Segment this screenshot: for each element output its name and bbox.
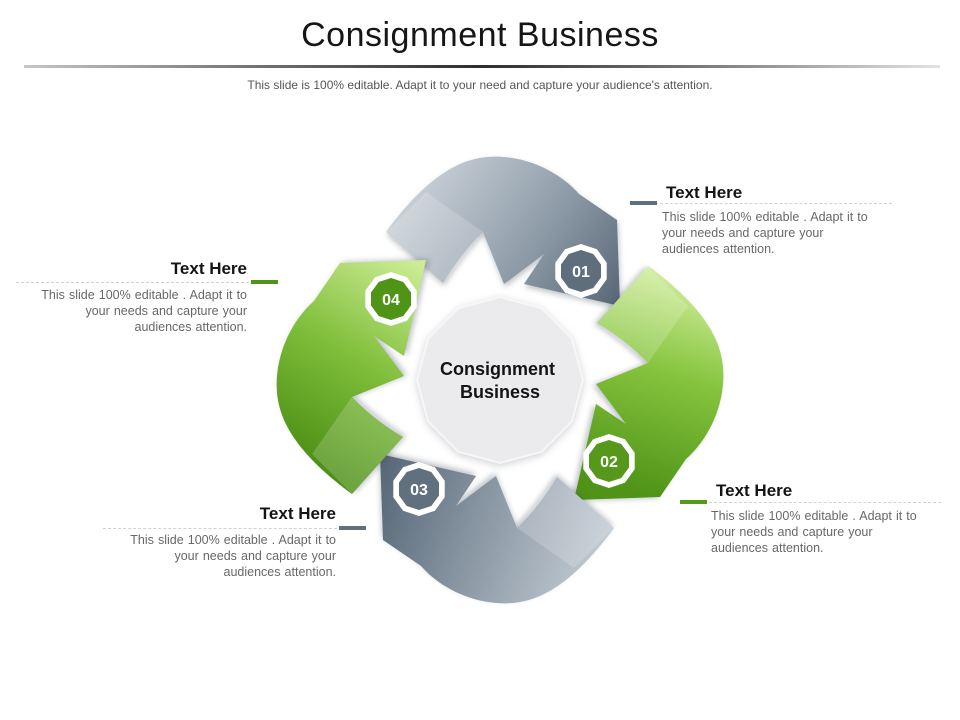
center-polygon bbox=[415, 295, 585, 465]
step-01-heading: Text Here bbox=[666, 183, 743, 202]
center-label: Consignment Business bbox=[440, 359, 560, 402]
step-02-heading: Text Here bbox=[716, 481, 793, 500]
step-04-dashed-line bbox=[16, 282, 249, 283]
step-02-dashed-line bbox=[709, 502, 941, 503]
step-02-accent-bar bbox=[680, 500, 707, 504]
step-03-accent-bar bbox=[339, 526, 366, 530]
step-01-accent-bar bbox=[630, 201, 657, 205]
slide-subtitle: This slide is 100% editable. Adapt it to… bbox=[247, 78, 713, 92]
badge-02-number: 02 bbox=[600, 454, 618, 471]
step-03-dashed-line bbox=[103, 528, 337, 529]
step-03-heading: Text Here bbox=[259, 504, 336, 523]
badge-04-number: 04 bbox=[382, 292, 400, 309]
step-04-heading: Text Here bbox=[170, 259, 247, 278]
cycle-diagram: Consignment Business 01 02 03 04 bbox=[276, 156, 724, 604]
badge-03-number: 03 bbox=[410, 482, 428, 499]
page-title: Consignment Business bbox=[301, 16, 659, 54]
step-01-body: This slide 100% editable . Adapt it to y… bbox=[662, 210, 868, 256]
step-04-accent-bar bbox=[251, 280, 278, 284]
step-04-body: This slide 100% editable . Adapt it to y… bbox=[41, 288, 247, 334]
title-divider bbox=[24, 65, 940, 68]
step-01-dashed-line bbox=[630, 203, 892, 204]
badge-01-number: 01 bbox=[572, 264, 590, 281]
step-03-body: This slide 100% editable . Adapt it to y… bbox=[130, 533, 336, 579]
step-02-body: This slide 100% editable . Adapt it to y… bbox=[711, 509, 917, 555]
